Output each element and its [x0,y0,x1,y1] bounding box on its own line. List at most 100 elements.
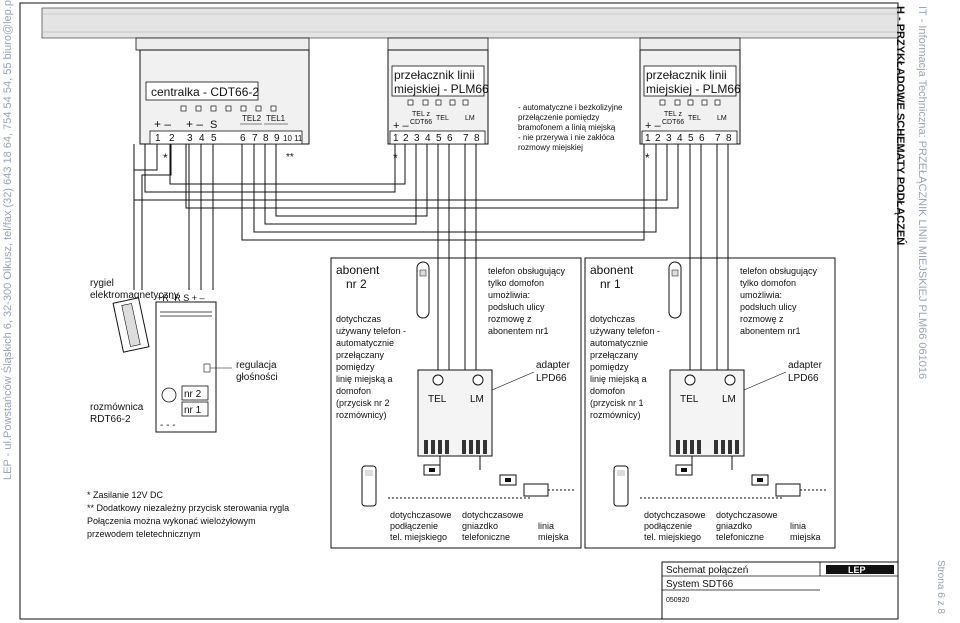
svg-text:gniazdko: gniazdko [716,521,752,531]
svg-text:1: 1 [393,133,399,144]
svg-text:adapter: adapter [788,360,823,371]
doorphone-label: rozmównica RDT66-2 [90,402,144,425]
svg-text:8: 8 [726,133,732,144]
central-tel1: TEL1 [266,114,286,123]
plm-b-subtitle: miejskiej - PLM66 [646,82,741,96]
svg-text:7: 7 [252,133,258,144]
svg-text:automatycznie: automatycznie [590,338,648,348]
svg-text:* Zasilanie 12V DC: * Zasilanie 12V DC [87,490,164,500]
volume-label: regulacja głośności [210,360,278,383]
svg-text:5: 5 [688,133,694,144]
svg-text:6: 6 [447,133,453,144]
plm-a-subtitle: miejskiej - PLM66 [394,82,489,96]
svg-text:System SDT66: System SDT66 [666,579,734,590]
svg-text:TEL: TEL [428,394,447,405]
plm66-switch-a: przełacznik linii miejskiej - PLM66 TEL … [387,37,489,165]
svg-text:abonentem nr1: abonentem nr1 [488,326,549,336]
svg-text:telefoniczne: telefoniczne [462,532,510,542]
svg-text:linia: linia [790,521,806,531]
central-dstar: ** [286,152,294,163]
svg-text:automatycznie: automatycznie [336,338,394,348]
svg-text:7: 7 [715,133,721,144]
svg-text:pomiędzy: pomiędzy [336,362,375,372]
svg-text:4: 4 [199,133,205,144]
wires [133,144,729,370]
svg-text:TEL: TEL [688,115,701,122]
svg-text:LM: LM [465,115,475,122]
svg-text:bramofonem a linią miejską: bramofonem a linią miejską [518,123,616,132]
svg-text:przełączany: przełączany [336,350,385,360]
handset-b [668,261,682,319]
svg-text:przełączany: przełączany [590,350,639,360]
svg-text:4: 4 [425,133,431,144]
svg-text:7: 7 [463,133,469,144]
svg-text:3: 3 [666,133,672,144]
svg-text:LPD66: LPD66 [788,373,819,384]
svg-text:regulacja: regulacja [236,360,277,371]
svg-text:tylko domofon: tylko domofon [740,278,796,288]
svg-text:miejska: miejska [790,532,821,542]
svg-text:elektromagnetyczny: elektromagnetyczny [90,290,179,301]
svg-text:używany telefon -: używany telefon - [336,326,406,336]
svg-text:11: 11 [294,134,303,143]
notes: * Zasilanie 12V DC ** Dodatkowy niezależ… [87,490,289,539]
svg-text:+ –: + – [645,120,661,132]
svg-text:rozmowę z: rozmowę z [740,314,784,324]
svg-text:5: 5 [211,133,217,144]
svg-text:domofon: domofon [336,386,371,396]
svg-text:nr 2: nr 2 [184,389,202,400]
svg-text:tel. miejskiego: tel. miejskiego [644,532,701,542]
features-note: - automatyczne i bezkolizyjne przełączen… [518,103,623,152]
svg-text:abonent: abonent [336,263,380,277]
svg-text:1: 1 [645,133,651,144]
svg-text:podłączenie: podłączenie [644,521,692,531]
svg-text:TEL: TEL [680,394,699,405]
svg-text:CDT66: CDT66 [662,119,684,126]
subscriber-2-panel: abonent nr 2 dotychczas używany telefon … [330,257,582,549]
svg-text:6: 6 [699,133,705,144]
svg-text:CDT66: CDT66 [410,119,432,126]
svg-text:umożliwia:: umożliwia: [488,290,530,300]
svg-text:używany telefon -: używany telefon - [590,326,660,336]
page-number: Strona 6 z 8 [935,560,946,614]
svg-text:- - -: - - - [160,420,176,431]
svg-text:+R -R S + –: +R -R S + – [157,293,205,303]
svg-text:linia: linia [538,521,554,531]
handset-a [416,261,430,319]
svg-text:tel. miejskiego: tel. miejskiego [390,532,447,542]
svg-text:podsłuch ulicy: podsłuch ulicy [740,302,797,312]
svg-text:TEL z: TEL z [412,111,431,118]
svg-text:telefoniczne: telefoniczne [716,532,764,542]
svg-text:(przycisk nr 1: (przycisk nr 1 [590,398,644,408]
svg-text:tylko domofon: tylko domofon [488,278,544,288]
svg-text:telefon obsługujący: telefon obsługujący [488,266,566,276]
svg-text:nr 1: nr 1 [600,277,621,291]
svg-text:2: 2 [403,133,409,144]
svg-text:(przycisk nr 2: (przycisk nr 2 [336,398,390,408]
old-phone-a [361,465,377,507]
lock-label: rygiel elektromagnetyczny [90,278,179,301]
central-tel2: TEL2 [242,114,262,123]
plm-a-title: przełacznik linii [394,68,475,82]
svg-text:rozmównicy): rozmównicy) [336,410,387,420]
svg-text:8: 8 [263,133,269,144]
electromagnetic-lock [112,297,150,353]
svg-text:LM: LM [722,394,736,405]
plm-b-title: przełacznik linii [646,68,727,82]
svg-text:dotychczasowe: dotychczasowe [462,510,524,520]
subscriber-1-panel: abonent nr 1 dotychczas używany telefon … [584,257,836,549]
svg-text:LPD66: LPD66 [536,373,567,384]
central-s: S [210,119,217,131]
svg-text:Schemat połączeń: Schemat połączeń [666,565,748,576]
svg-text:*: * [645,151,650,165]
svg-text:rozmównica: rozmównica [90,402,144,413]
footer-contact: LEP - ul.Powstańców Śląskich 6, 32-300 O… [2,0,14,480]
svg-text:Połączenia można wykonać wielo: Połączenia można wykonać wielożyłowym [87,516,256,526]
section-title: H - PRZYKŁADOWE SCHEMATY PODŁĄCZEŃ [894,6,906,246]
din-rail [41,7,899,39]
svg-text:4: 4 [677,133,683,144]
svg-text:8: 8 [474,133,480,144]
svg-text:przewodem teletechnicznym: przewodem teletechnicznym [87,529,201,539]
svg-text:abonentem nr1: abonentem nr1 [740,326,801,336]
svg-text:** Dodatkowy niezależny przyci: ** Dodatkowy niezależny przycisk sterowa… [87,503,289,513]
